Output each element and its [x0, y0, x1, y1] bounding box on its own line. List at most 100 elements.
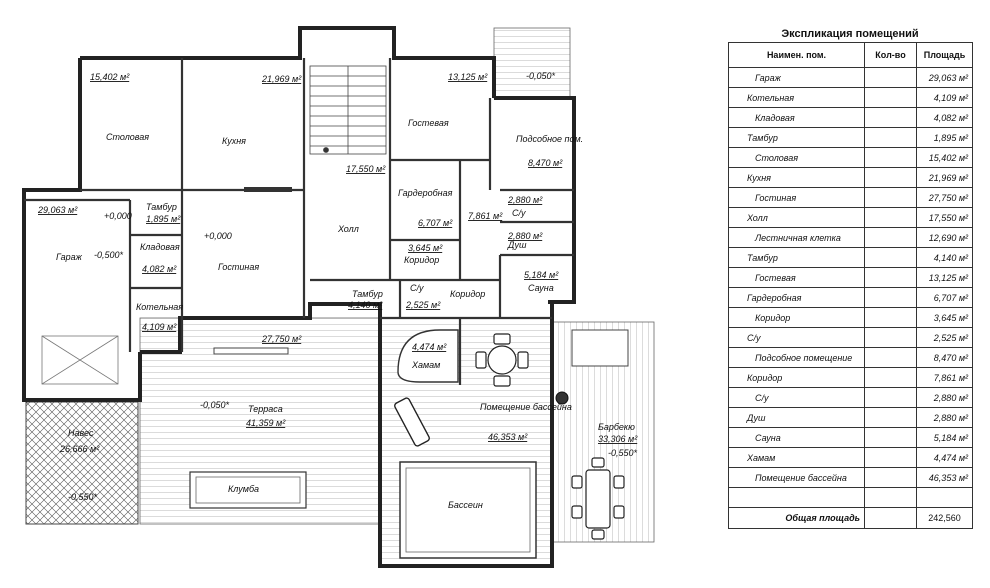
table-row: Сауна 5,184 м²: [728, 427, 973, 448]
table-header-row: Наимен. пом. Кол-во Площадь: [728, 42, 973, 68]
room-label: Гостевая: [408, 118, 449, 128]
cell-name: Сауна: [728, 427, 865, 448]
room-area: 46,353 м²: [488, 432, 528, 442]
cell-qty: [864, 87, 917, 108]
header-area: Площадь: [916, 42, 973, 68]
cell-area: 4,082 м²: [916, 107, 973, 128]
room-area: 27,750 м²: [261, 334, 302, 344]
cell-qty: [864, 407, 917, 428]
cell-qty: [864, 447, 917, 468]
cell-area: 2,525 м²: [916, 327, 973, 348]
cell-name: [728, 487, 865, 508]
cell-qty: [864, 127, 917, 148]
room-label: С/у: [410, 283, 424, 293]
cell-qty: [864, 367, 917, 388]
room-area: 4,140 м²: [348, 300, 383, 310]
cell-name: Подсобное помещение: [728, 347, 865, 368]
room-label: Тамбур: [146, 202, 177, 212]
cell-area: 1,895 м²: [916, 127, 973, 148]
room-area: 8,470 м²: [528, 158, 563, 168]
room-label: Терраса: [248, 404, 283, 414]
cell-area: 5,184 м²: [916, 427, 973, 448]
total-label: Общая площадь: [728, 507, 865, 529]
cell-area: 13,125 м²: [916, 267, 973, 288]
room-label: Навес: [68, 428, 94, 438]
cell-qty: [864, 327, 917, 348]
table-row: Лестничная клетка 12,690 м²: [728, 227, 973, 248]
cell-area: 21,969 м²: [916, 167, 973, 188]
floor-plan: Столовая 15,402 м² Кухня 21,969 м² Госте…: [22, 26, 655, 568]
room-area: 26,666 м²: [59, 444, 100, 454]
room-label: Душ: [507, 240, 527, 250]
room-label: Подсобное пом.: [516, 134, 583, 144]
room-label: Кухня: [222, 136, 246, 146]
cell-name: Помещение бассейна: [728, 467, 865, 488]
cell-name: Коридор: [728, 307, 865, 328]
room-label: Гараж: [56, 252, 83, 262]
cell-qty: [864, 67, 917, 88]
room-area: 33,306 м²: [598, 434, 638, 444]
room-label: Тамбур: [352, 289, 383, 299]
flower-bed-inner: [195, 476, 301, 504]
cell-area: 29,063 м²: [916, 67, 973, 88]
room-label: Барбекю: [598, 422, 635, 432]
kitchen-counter: [244, 187, 292, 192]
pool-room-table: [475, 333, 529, 387]
cell-qty: [864, 187, 917, 208]
interior-walls: [24, 58, 574, 385]
room-label: Коридор: [404, 255, 439, 265]
table-row: [728, 487, 973, 508]
cell-area: 12,690 м²: [916, 227, 973, 248]
header-name: Наимен. пом.: [728, 42, 865, 68]
cell-qty: [864, 247, 917, 268]
cell-name: С/у: [728, 387, 865, 408]
level-mark: -0,050*: [526, 71, 556, 81]
cell-area: 4,109 м²: [916, 87, 973, 108]
cell-area: 4,140 м²: [916, 247, 973, 268]
cell-qty: [864, 467, 917, 488]
table-row: Душ 2,880 м²: [728, 407, 973, 428]
bbq-counter: [571, 329, 629, 367]
living-wall-strip: [213, 347, 289, 355]
cell-qty: [864, 147, 917, 168]
room-label: С/у: [512, 208, 526, 218]
room-area: 13,125 м²: [448, 72, 488, 82]
total-qty: [864, 507, 917, 529]
cell-area: 27,750 м²: [916, 187, 973, 208]
room-label: Коридор: [450, 289, 485, 299]
cell-area: 2,880 м²: [916, 407, 973, 428]
table-row: Помещение бассейна 46,353 м²: [728, 467, 973, 488]
cell-name: Душ: [728, 407, 865, 428]
room-area: 6,707 м²: [418, 218, 453, 228]
room-explication: Экспликация помещений Наимен. пом. Кол-в…: [728, 26, 973, 529]
level-mark: +0,000: [104, 211, 132, 221]
exterior-walls: [22, 26, 576, 568]
room-label: Столовая: [106, 132, 149, 142]
bbq-table: [571, 457, 625, 540]
cell-area: 46,353 м²: [916, 467, 973, 488]
cell-name: Лестничная клетка: [728, 227, 865, 248]
cell-area: 6,707 м²: [916, 287, 973, 308]
room-label: Сауна: [528, 283, 554, 293]
cell-qty: [864, 207, 917, 228]
cell-qty: [864, 227, 917, 248]
cell-qty: [864, 487, 917, 508]
cell-name: Тамбур: [728, 247, 865, 268]
room-area: 29,063 м²: [37, 205, 78, 215]
room-area: 21,969 м²: [261, 74, 302, 84]
room-area: 41,359 м²: [246, 418, 286, 428]
room-area: 4,109 м²: [142, 322, 177, 332]
room-area: 15,402 м²: [90, 72, 130, 82]
cell-area: [916, 487, 973, 508]
